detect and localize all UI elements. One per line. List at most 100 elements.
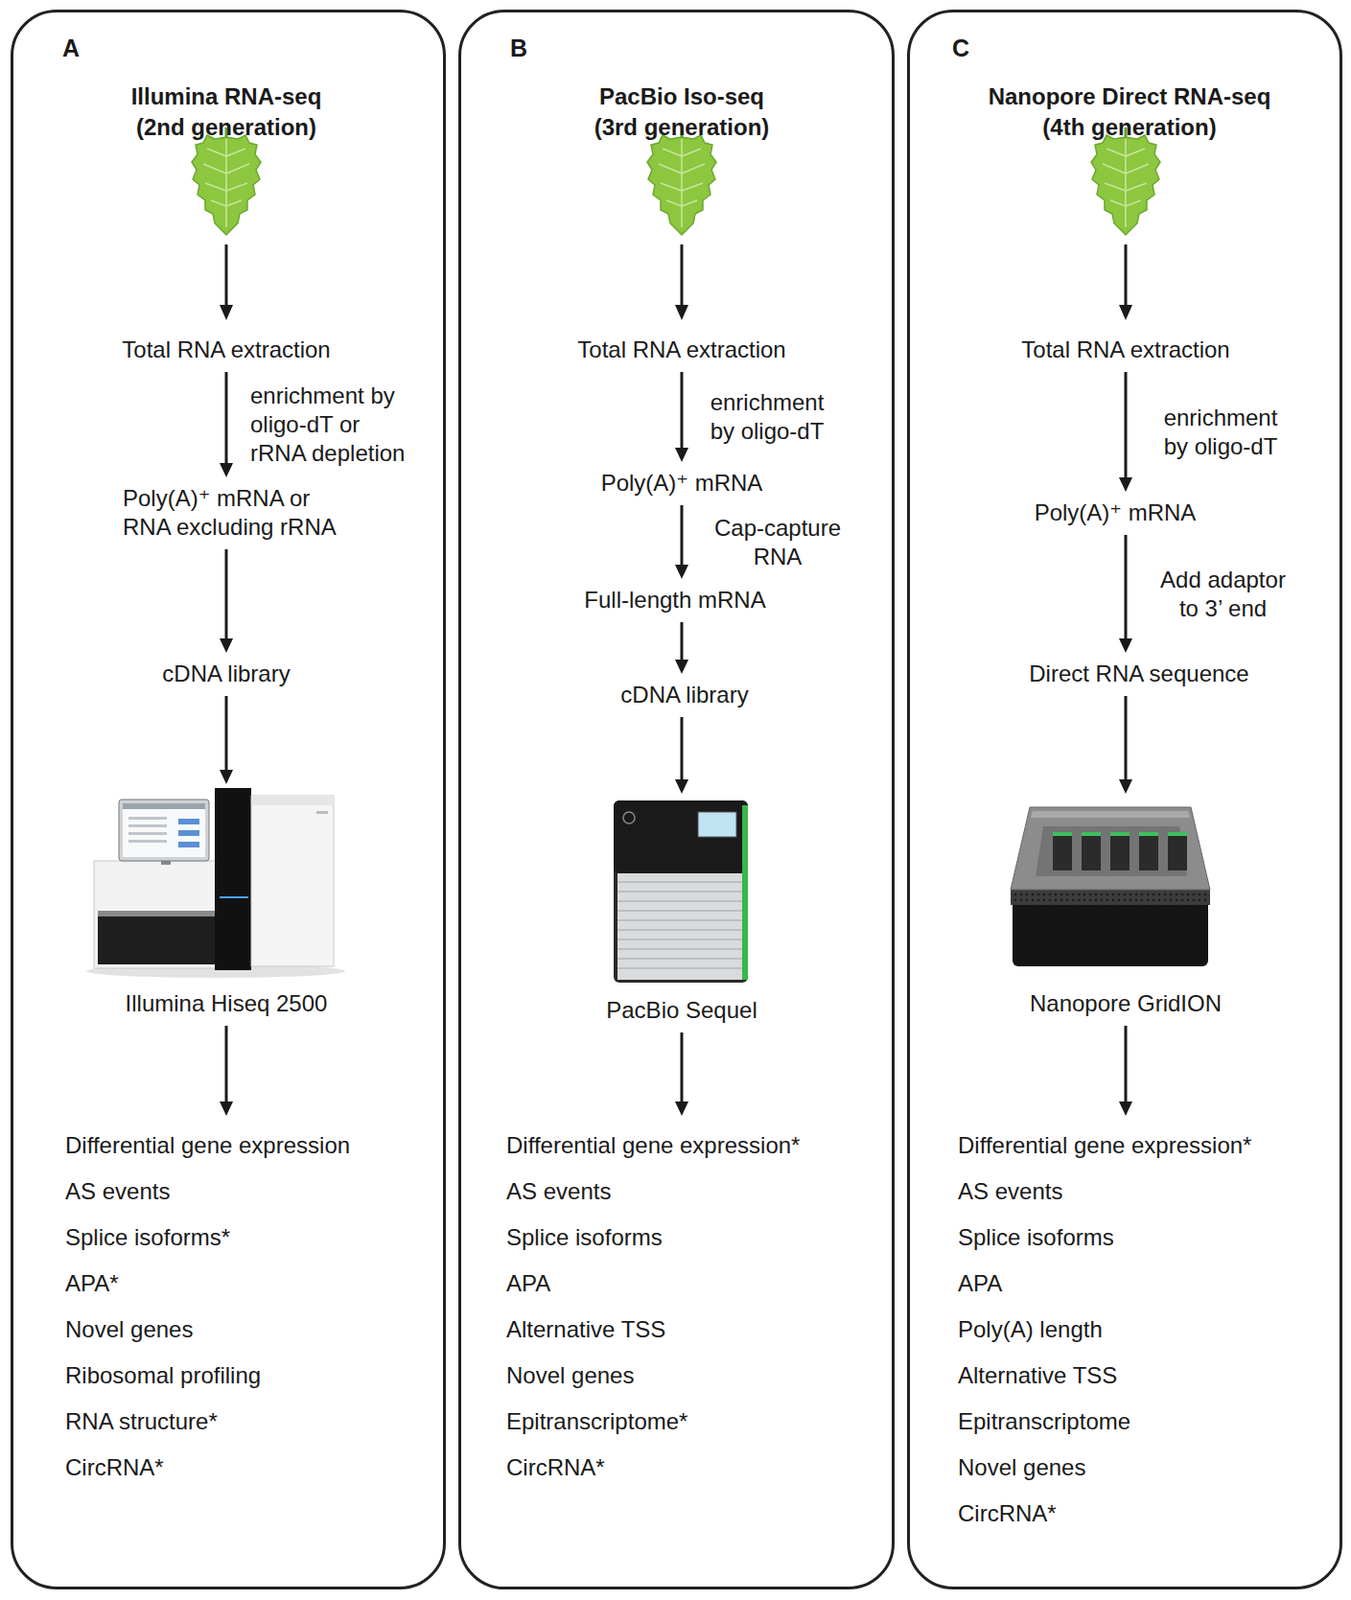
edge-label: enrichment by oligo-dT or rRNA depletion xyxy=(250,381,414,468)
arrow-head xyxy=(219,463,233,478)
arrow-head xyxy=(675,447,689,463)
list-item: AS events xyxy=(957,1168,1252,1215)
arrow-shaft xyxy=(1124,372,1128,480)
list-item: Novel genes xyxy=(957,1444,1252,1491)
flow-arrow xyxy=(219,1025,233,1117)
flow-arrow xyxy=(675,505,689,580)
step-text: Total RNA extraction xyxy=(1021,335,1230,365)
process-step: cDNA library xyxy=(620,680,748,710)
process-step: Direct RNA sequence xyxy=(1028,659,1249,689)
panel-letter: A xyxy=(62,33,80,63)
output-list: Differential gene expression*AS eventsSp… xyxy=(506,1122,800,1491)
list-item: AS events xyxy=(506,1168,800,1215)
list-item: Differential gene expression* xyxy=(506,1122,800,1169)
arrow-shaft xyxy=(680,1032,684,1104)
arrow-shaft xyxy=(225,372,229,466)
arrow-shaft xyxy=(680,505,684,567)
panel-frame: CNanopore Direct RNA-seq (4th generation… xyxy=(907,9,1343,1590)
instrument-node: PacBio Sequel xyxy=(566,800,797,1025)
sequencer-illustration xyxy=(613,800,748,983)
list-item: RNA structure* xyxy=(65,1398,350,1445)
arrow-head xyxy=(1118,638,1133,653)
list-item: Splice isoforms xyxy=(957,1214,1252,1261)
flow-arrow xyxy=(219,372,233,478)
list-item: Alternative TSS xyxy=(957,1352,1252,1399)
list-item: APA xyxy=(506,1260,800,1307)
step-text: Direct RNA sequence xyxy=(1028,659,1249,689)
arrow-head xyxy=(1118,1101,1133,1117)
step-text: Poly(A)⁺ mRNA xyxy=(601,468,764,498)
instrument-name: Nanopore GridION xyxy=(1005,989,1246,1019)
panel-letter: B xyxy=(510,33,528,63)
step-text: Poly(A)⁺ mRNA or RNA excluding rRNA xyxy=(122,484,349,542)
list-item: Splice isoforms* xyxy=(65,1214,350,1261)
flow-arrow xyxy=(675,622,689,675)
flow-arrow xyxy=(1118,535,1133,653)
list-item: APA* xyxy=(65,1260,350,1307)
flow-arrow xyxy=(675,717,689,794)
leaf-icon xyxy=(647,127,717,235)
process-step: cDNA library xyxy=(162,659,290,689)
leaf-arrow xyxy=(1118,244,1133,321)
step-text: Poly(A)⁺ mRNA xyxy=(1034,498,1197,528)
flow-arrow xyxy=(219,696,233,785)
step-text: cDNA library xyxy=(162,659,290,689)
sequencer-illustration xyxy=(86,788,346,979)
list-item: APA xyxy=(957,1260,1252,1307)
arrow-shaft xyxy=(225,549,229,641)
arrow-shaft xyxy=(1124,696,1128,782)
step-text: Full-length mRNA xyxy=(583,585,766,615)
list-item: Differential gene expression* xyxy=(957,1122,1252,1169)
arrow-shaft xyxy=(680,372,684,450)
edge-label: Add adaptor to 3’ end xyxy=(1153,565,1293,624)
panel-letter: C xyxy=(952,33,970,63)
arrow-shaft xyxy=(1124,535,1128,641)
list-item: Poly(A) length xyxy=(957,1306,1252,1353)
instrument-name: Illumina Hiseq 2500 xyxy=(96,989,356,1019)
flow-arrow xyxy=(1118,696,1133,794)
list-item: Epitranscriptome xyxy=(957,1398,1252,1445)
leaf-icon xyxy=(1091,127,1161,235)
list-item: Splice isoforms xyxy=(506,1214,800,1261)
step-text: Total RNA extraction xyxy=(121,335,330,365)
process-step: Full-length mRNA xyxy=(583,585,766,615)
step-text: cDNA library xyxy=(620,680,748,710)
arrow-shaft xyxy=(225,1025,229,1104)
leaf-arrow xyxy=(675,244,689,321)
panel-frame: AIllumina RNA-seq (2nd generation)Total … xyxy=(10,9,446,1590)
arrow-shaft xyxy=(1124,1025,1128,1104)
leaf-icon xyxy=(191,127,261,235)
process-step: Poly(A)⁺ mRNA xyxy=(601,468,764,498)
arrow-head xyxy=(219,769,233,785)
process-step: Total RNA extraction xyxy=(577,335,786,365)
list-item: Novel genes xyxy=(506,1352,800,1399)
arrow-head xyxy=(1118,779,1133,794)
edge-label: enrichment by oligo-dT xyxy=(699,388,835,446)
flow-arrow xyxy=(1118,1025,1133,1117)
list-item: AS events xyxy=(65,1168,350,1215)
arrow-head xyxy=(1118,477,1133,492)
sequencer-illustration xyxy=(1010,807,1211,967)
list-item: Ribosomal profiling xyxy=(65,1352,350,1399)
process-step: Total RNA extraction xyxy=(1021,335,1230,365)
arrow-head xyxy=(675,1101,689,1117)
arrow-shaft xyxy=(225,696,229,772)
leaf-arrow xyxy=(219,244,233,321)
flow-arrow xyxy=(675,372,689,463)
process-step: Poly(A)⁺ mRNA or RNA excluding rRNA xyxy=(122,484,349,542)
arrow-shaft xyxy=(680,622,684,662)
output-list: Differential gene expression*AS eventsSp… xyxy=(957,1122,1252,1538)
process-step: Poly(A)⁺ mRNA xyxy=(1034,498,1197,528)
flow-arrow xyxy=(219,549,233,653)
output-list: Differential gene expressionAS eventsSpl… xyxy=(65,1122,350,1491)
instrument-name: PacBio Sequel xyxy=(566,996,797,1025)
list-item: CircRNA* xyxy=(506,1444,800,1491)
arrow-shaft xyxy=(680,717,684,782)
instrument-node: Nanopore GridION xyxy=(1005,800,1246,1019)
panel-title: PacBio Iso-seq (3rd generation) xyxy=(585,81,778,143)
arrow-head xyxy=(675,779,689,794)
